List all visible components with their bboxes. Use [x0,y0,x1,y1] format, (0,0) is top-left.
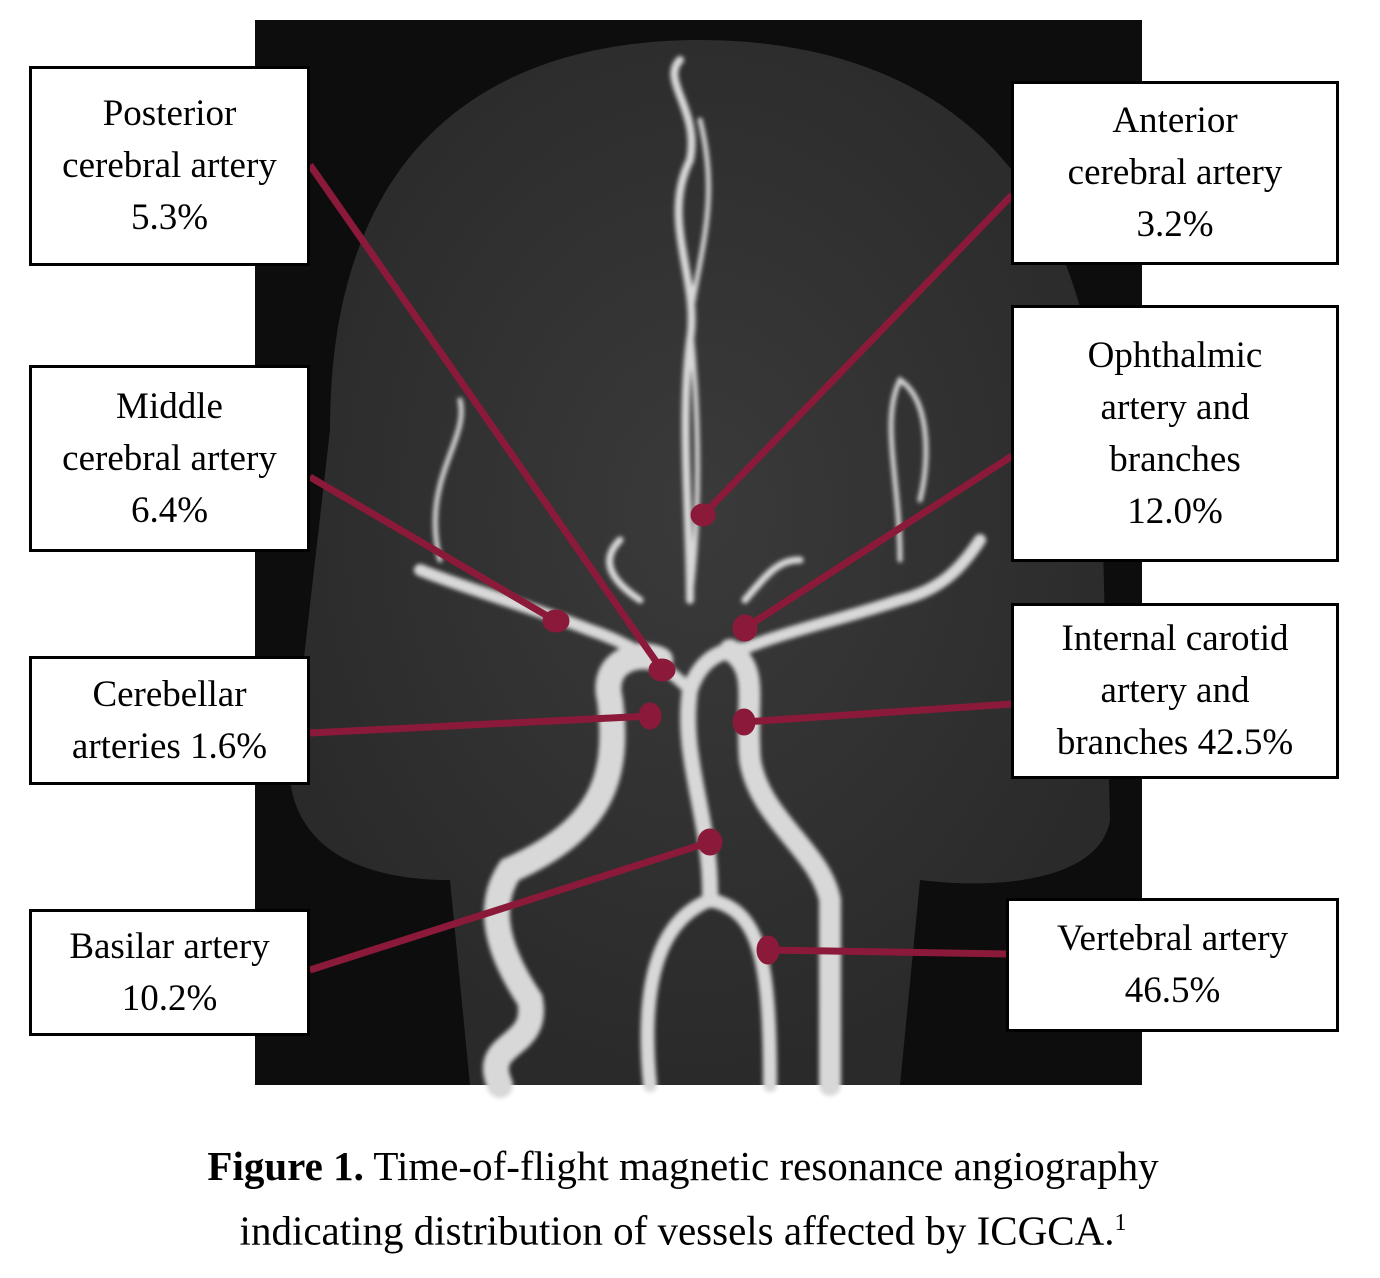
label-percent: 10.2% [121,977,218,1019]
label-internal-carotid-artery: Internal carotid artery and branches 42.… [1011,603,1339,779]
caption-reference: 1 [1114,1210,1127,1236]
label-text: Internal carotid [1061,618,1289,659]
label-text: cerebral artery [62,145,277,186]
pointer-lines [307,162,1015,974]
label-middle-cerebral-artery: Middle cerebral artery 6.4% [29,365,310,552]
caption-label: Figure 1. [207,1143,364,1189]
label-text: Posterior [102,93,237,134]
label-text: cerebral artery [1067,152,1283,193]
label-text: Vertebral artery [1056,918,1289,959]
label-text: Cerebellar [92,673,247,715]
label-basilar-artery: Basilar artery 10.2% [29,909,310,1036]
label-text: Middle [116,385,223,427]
label-ophthalmic-artery: Ophthalmic artery and branches 12.0% [1011,305,1339,562]
label-percent: 12.0% [1127,490,1223,532]
label-cerebellar-arteries: Cerebellar arteries 1.6% [29,656,310,785]
marker-posterior [648,658,676,682]
label-text: Ophthalmic [1087,334,1263,376]
label-text: arteries 1.6% [71,725,268,767]
figure-caption: Figure 1. Time-of-flight magnetic resona… [0,1138,1366,1260]
caption-line-2: indicating distribution of vessels affec… [239,1207,1115,1254]
pointer-middle [308,473,558,625]
label-percent: 5.3% [130,197,209,238]
pointer-vertebral [767,946,1008,958]
label-text: Basilar artery [69,925,270,967]
label-text: artery and [1100,670,1250,711]
label-posterior-cerebral-artery: Posterior cerebral artery 5.3% [29,66,310,266]
label-percent: 46.5% [1124,970,1221,1011]
label-percent: 3.2% [1136,204,1214,245]
label-percent: 6.4% [130,489,209,531]
label-text: branches 42.5% [1056,722,1294,763]
pointer-cerebellar [309,712,651,737]
pointer-posterior [307,162,665,673]
label-vertebral-artery: Vertebral artery 46.5% [1006,898,1339,1032]
pointer-basilar [308,838,712,974]
pointer-ophthalmic [743,453,1014,631]
pointer-internal-carotid [743,700,1013,726]
vessels [414,56,986,1098]
caption-line-1: Time-of-flight magnetic resonance angiog… [363,1143,1159,1189]
label-anterior-cerebral-artery: Anterior cerebral artery 3.2% [1011,81,1339,265]
label-text: Anterior [1112,100,1238,141]
label-text: cerebral artery [62,437,277,479]
pointer-anterior [700,192,1015,518]
label-text: branches [1109,438,1241,480]
label-text: artery and [1100,386,1250,428]
